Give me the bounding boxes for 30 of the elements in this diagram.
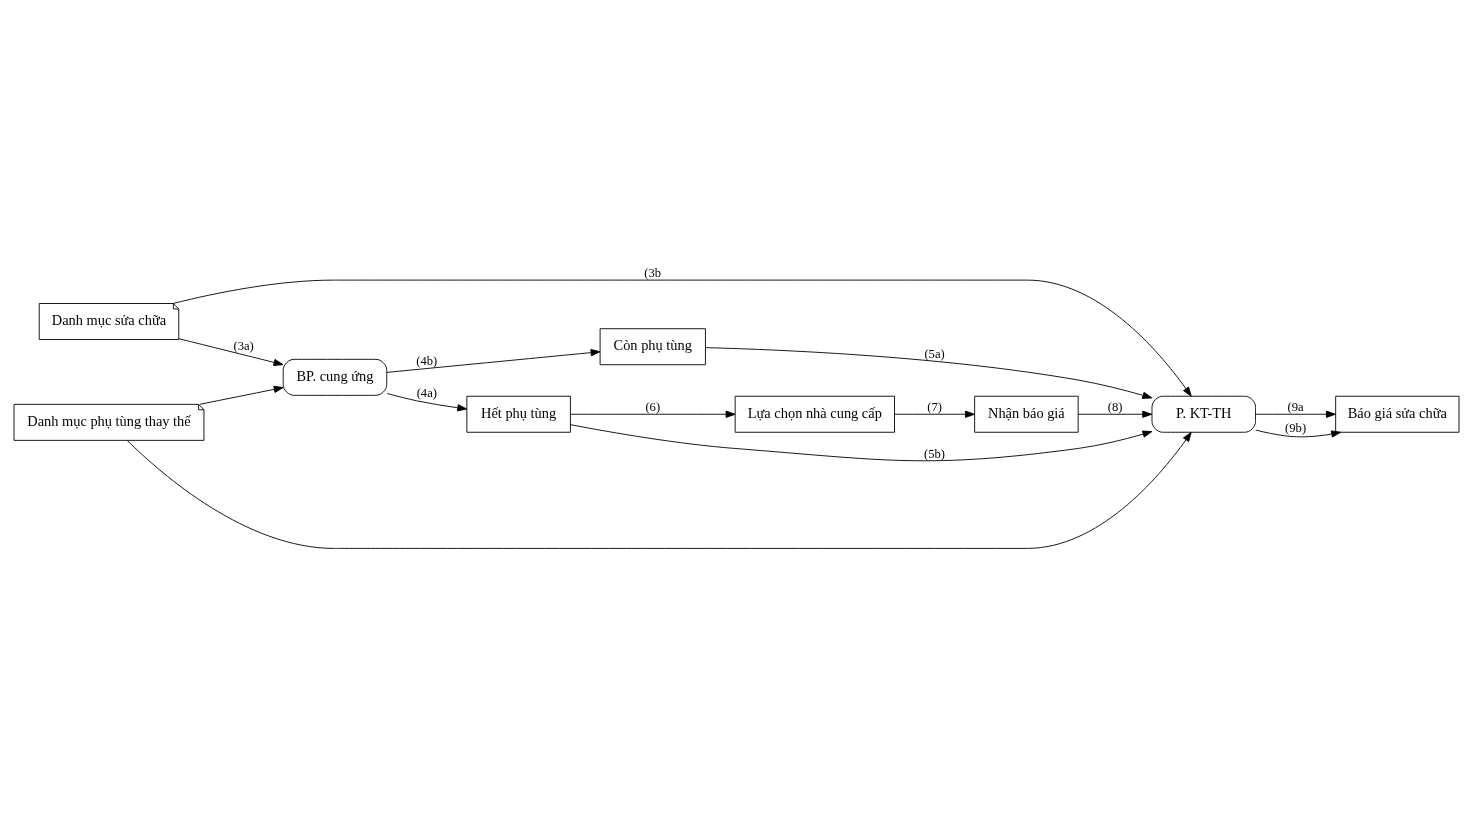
edge-label: (7) [927, 399, 942, 414]
edge-label: (3a) [233, 338, 254, 353]
node-box: Nhận báo giá [974, 395, 1079, 433]
arrow [570, 424, 1153, 462]
arrow [386, 349, 601, 373]
arrow [894, 410, 975, 418]
edge-label: (6) [645, 399, 661, 414]
arrow [570, 410, 736, 418]
node-box: Lựa chọn nhà cung cấp [734, 395, 895, 433]
edge-label: (9b) [1285, 421, 1307, 436]
edge-label: (5b) [924, 446, 946, 461]
node-box: P. KT-TH [1151, 395, 1256, 433]
edge-label: (4b) [416, 353, 438, 368]
arrow [1077, 410, 1153, 418]
node-box: Hết phụ tùng [466, 395, 571, 433]
node-box: Còn phụ tùng [599, 328, 706, 366]
arrow [386, 393, 468, 412]
node-box: Báo giá sửa chữa [1335, 395, 1460, 433]
arrow [1255, 410, 1336, 418]
edge-label: (8) [1107, 399, 1123, 414]
edge-label: (4a) [416, 386, 437, 401]
edge-label: (3b [644, 265, 662, 280]
arrow [1255, 429, 1342, 438]
arrow [126, 431, 1192, 549]
arrow [178, 338, 284, 366]
arrow [705, 347, 1153, 399]
node-box: BP. cung ứng [282, 358, 388, 396]
edge-label: (9a [1287, 399, 1304, 414]
edge-label: (5a) [924, 346, 945, 361]
arrow [199, 385, 284, 405]
